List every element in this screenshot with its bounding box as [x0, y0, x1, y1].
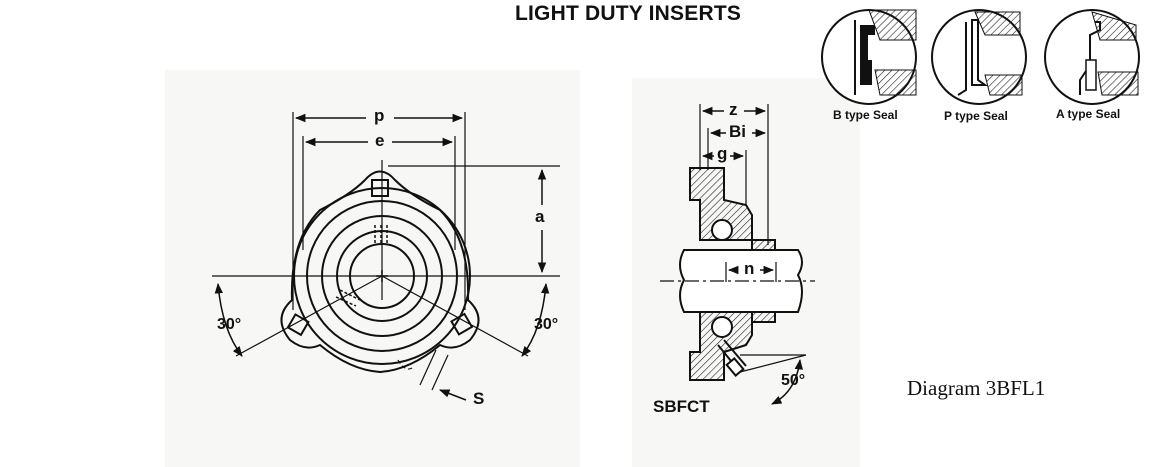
angle-label-right: 30°	[534, 316, 559, 333]
dim-label-e: e	[375, 131, 385, 150]
seal-label-p: P type Seal	[944, 109, 1008, 123]
dim-label-a: a	[535, 207, 545, 226]
a-type-seal-icon	[1044, 9, 1140, 105]
dim-label-s: S	[473, 389, 485, 408]
dim-label-bi: Bi	[729, 122, 746, 141]
scan-panel-left	[165, 70, 580, 467]
angle-label-50: 50°	[781, 372, 806, 389]
page-title: LIGHT DUTY INSERTS	[515, 2, 742, 25]
dim-label-z: z	[729, 100, 738, 119]
p-type-seal-icon	[931, 9, 1027, 105]
angle-label-left: 30°	[217, 316, 242, 333]
model-label: SBFCT	[653, 397, 710, 416]
b-type-seal-icon	[821, 9, 917, 105]
front-view	[212, 112, 560, 401]
side-view	[660, 104, 815, 405]
seal-label-b: B type Seal	[833, 108, 898, 122]
dim-label-n: n	[744, 259, 755, 278]
seal-label-a: A type Seal	[1056, 107, 1121, 121]
center-mark	[376, 270, 388, 282]
dim-label-g: g	[717, 144, 728, 163]
diagram-caption: Diagram 3BFL1	[907, 376, 1046, 400]
dim-label-p: p	[374, 106, 385, 125]
